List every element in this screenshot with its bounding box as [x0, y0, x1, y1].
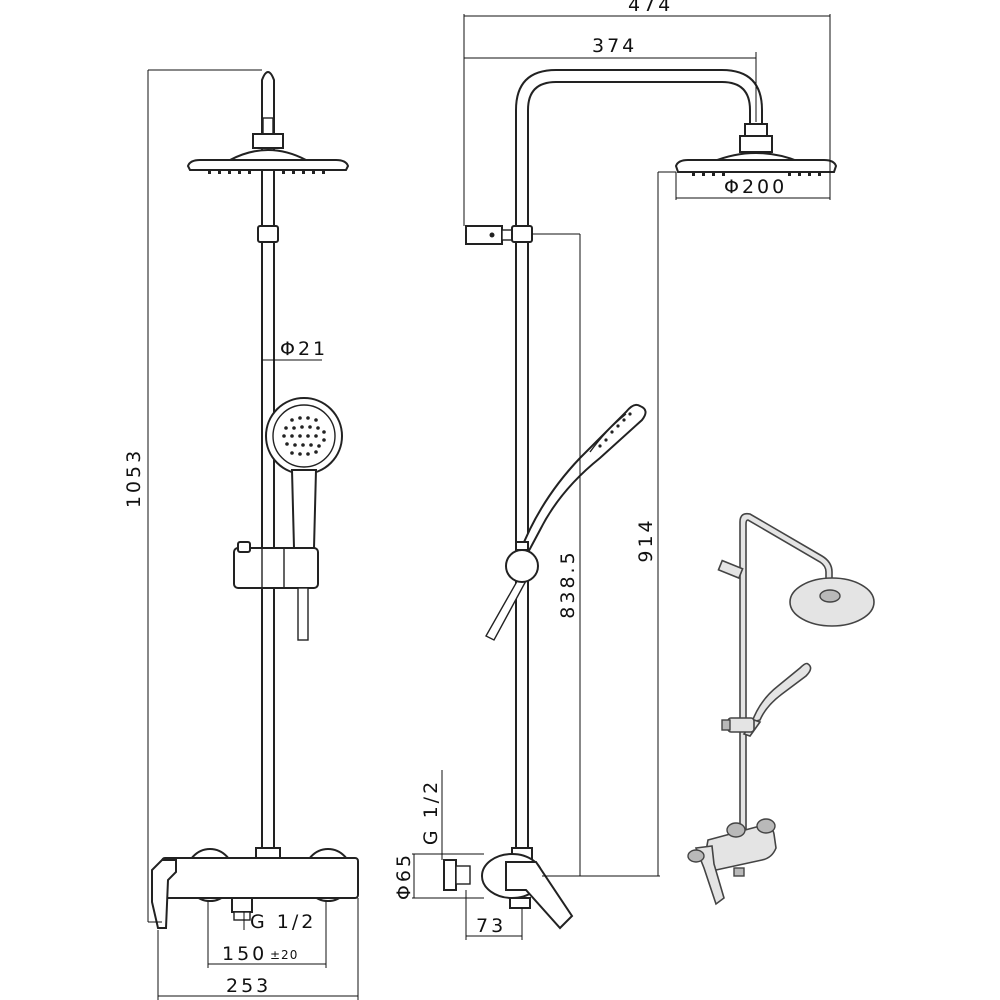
front-lever — [151, 859, 177, 929]
dim-head-height: 914 — [635, 171, 676, 876]
front-view: 1053 Φ21 G 1/2 150 ±20 253 — [123, 69, 359, 1000]
side-pipe-coupling — [511, 225, 533, 243]
front-hand-shower-nozzles — [282, 416, 326, 456]
dim-head-diameter: Φ200 — [675, 172, 830, 200]
iso-wall-bracket — [717, 559, 744, 580]
front-pipe-coupling — [257, 225, 279, 243]
dim-arm-reach: 374 — [464, 35, 757, 122]
dim-inlet-centres-tolerance: ±20 — [270, 948, 298, 962]
front-head-nozzles — [208, 171, 325, 174]
iso-lever — [694, 845, 725, 906]
side-wall-flange — [443, 859, 457, 891]
iso-hand-shower — [750, 662, 812, 724]
dim-inlet-centres-text: 150 — [222, 943, 267, 965]
dim-bracket-height: 838.5 — [532, 233, 660, 877]
dim-inlet-thread-side-text: G 1/2 — [420, 779, 442, 845]
dim-overall-height: 1053 — [123, 69, 262, 923]
dim-riser-diameter: Φ21 — [262, 338, 328, 361]
iso-slider — [727, 717, 755, 733]
front-hand-shower-face — [272, 404, 336, 468]
dim-inlet-centres: 150 ±20 — [207, 902, 327, 968]
dim-head-diameter-text: Φ200 — [724, 176, 787, 198]
side-shower-head — [674, 159, 838, 173]
side-hand-shower — [518, 403, 647, 563]
front-head-nut — [252, 133, 284, 149]
side-head-nut — [739, 135, 773, 153]
front-mixer-body — [161, 857, 359, 899]
dim-wall-offset: 73 — [465, 890, 523, 940]
dim-inlet-thread-front-text: G 1/2 — [250, 911, 316, 933]
front-shower-head — [186, 159, 350, 171]
side-slider-knob — [505, 549, 539, 583]
front-head-connector — [262, 117, 274, 135]
dim-inlet-thread-front: G 1/2 — [243, 911, 316, 933]
dim-body-diameter: Φ65 — [393, 852, 484, 900]
dim-mixer-width-text: 253 — [226, 975, 271, 997]
dim-overall-height-text: 1053 — [123, 448, 145, 508]
front-arm-top — [261, 71, 275, 121]
front-outlet-spout — [231, 897, 253, 913]
iso-riser-pipe — [739, 512, 833, 841]
dim-riser-diameter-text: Φ21 — [280, 338, 328, 360]
dim-arm-reach-text: 374 — [592, 35, 637, 57]
front-riser-pipe — [261, 87, 275, 854]
dim-inlet-thread-side: G 1/2 — [420, 770, 443, 860]
front-slider-knob — [237, 541, 251, 553]
dim-mixer-width: 253 — [157, 898, 359, 1000]
dim-wall-offset-text: 73 — [476, 915, 506, 937]
dim-total-projection: 474 — [463, 0, 831, 226]
side-view: 474 374 Φ200 914 838.5 G — [393, 0, 838, 940]
side-lever — [505, 861, 574, 930]
dim-total-projection-text: 474 — [628, 0, 673, 16]
front-hand-shower-handle — [290, 469, 318, 553]
isometric-view — [687, 512, 875, 906]
dim-head-height-text: 914 — [635, 517, 657, 562]
front-head-dome — [229, 149, 307, 161]
front-slider-bracket — [233, 547, 319, 589]
dim-body-diameter-text: Φ65 — [393, 852, 415, 900]
front-hose — [297, 587, 309, 641]
side-wall-bracket — [465, 225, 503, 245]
dim-bracket-height-text: 838.5 — [557, 549, 579, 618]
